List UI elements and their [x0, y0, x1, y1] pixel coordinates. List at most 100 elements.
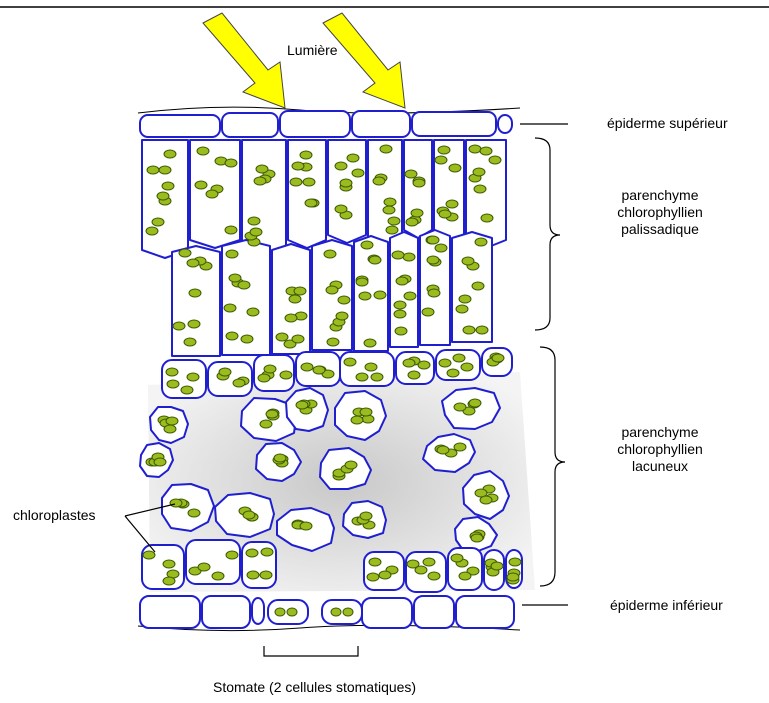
chloroplast	[187, 373, 199, 381]
chloroplast	[266, 410, 278, 418]
chloroplast	[274, 454, 286, 462]
chloroplast	[335, 205, 347, 213]
chloroplast	[396, 277, 408, 285]
chloroplast	[254, 177, 266, 185]
chloroplast	[473, 168, 485, 176]
chloroplast	[162, 182, 174, 190]
chloroplast	[347, 154, 359, 162]
chloroplast	[472, 282, 484, 290]
chloroplast	[435, 156, 447, 164]
chloroplast	[403, 253, 415, 261]
chloroplast	[188, 509, 200, 517]
spongy-cell	[162, 484, 214, 531]
chloroplast	[453, 354, 465, 362]
chloroplast	[305, 199, 317, 207]
chloroplast	[471, 534, 483, 542]
chloroplast	[384, 198, 396, 206]
chloroplast	[338, 296, 350, 304]
chloroplast	[361, 241, 373, 249]
chloroplast	[258, 374, 270, 382]
palisade-label-line-1: parenchyme	[590, 187, 730, 204]
chloroplast	[154, 458, 166, 466]
chloroplast	[359, 292, 371, 300]
chloroplast	[454, 403, 466, 411]
light-arrows	[203, 13, 405, 108]
chloroplast	[260, 571, 272, 579]
upper-epidermis-cell	[140, 115, 220, 137]
chloroplast	[212, 572, 224, 580]
chloroplasts-label: chloroplastes	[13, 507, 96, 524]
chloroplast	[403, 359, 415, 367]
chloroplast	[303, 178, 315, 186]
chloroplast	[449, 164, 461, 172]
chloroplast	[287, 608, 297, 616]
chloroplast	[428, 289, 440, 297]
lower-epidermis-cell	[362, 598, 412, 628]
chloroplast	[492, 354, 504, 362]
chloroplast	[326, 286, 338, 294]
chloroplast	[360, 512, 372, 520]
chloroplast	[491, 562, 503, 570]
chloroplast	[374, 291, 386, 299]
upper-epidermis-cell	[280, 111, 350, 137]
chloroplast	[392, 251, 404, 259]
chloroplast	[427, 236, 439, 244]
chloroplast	[427, 256, 439, 264]
spongy-label-line-1: parenchyme	[590, 424, 730, 441]
chloroplast	[226, 250, 238, 258]
chloroplast	[292, 335, 304, 343]
chloroplast	[418, 361, 430, 369]
chloroplast	[415, 566, 427, 574]
chloroplast	[335, 162, 347, 170]
chloroplast	[356, 373, 368, 381]
chloroplast	[219, 368, 231, 376]
chloroplast	[225, 226, 237, 234]
light-label: Lumière	[287, 42, 338, 59]
chloroplast	[247, 571, 259, 579]
palisade-bracket	[535, 138, 560, 330]
chloroplast	[413, 179, 425, 187]
upper-epidermis-cell	[222, 113, 278, 137]
chloroplast	[475, 238, 487, 246]
chloroplast	[351, 416, 363, 424]
chloroplast	[380, 145, 392, 153]
chloroplast	[164, 150, 176, 158]
chloroplast	[157, 192, 169, 200]
chloroplast	[371, 373, 383, 381]
chloroplast	[489, 156, 501, 164]
chloroplast	[226, 551, 238, 559]
chloroplast	[447, 369, 459, 377]
chloroplast	[422, 308, 434, 316]
chloroplast	[367, 573, 379, 581]
spongy-label-line-3: lacuneux	[590, 458, 730, 475]
lower-epidermis-label: épiderme inférieur	[610, 597, 723, 614]
light-arrow-2	[323, 13, 405, 108]
chloroplast	[451, 554, 463, 562]
palisade-cell	[328, 140, 366, 243]
upper-epidermis-cell	[352, 111, 410, 137]
chloroplast	[173, 322, 185, 330]
chloroplast	[166, 417, 178, 425]
chloroplast	[369, 256, 381, 264]
chloroplast	[225, 159, 237, 167]
chloroplast	[296, 401, 308, 409]
chloroplast	[461, 363, 473, 371]
chloroplast	[388, 217, 400, 225]
chloroplast	[509, 558, 521, 566]
chloroplast	[241, 335, 253, 343]
chloroplast	[394, 310, 406, 318]
chloroplast	[454, 443, 466, 451]
upper-epidermis-label: épiderme supérieur	[607, 115, 728, 132]
stomate-label: Stomate (2 cellules stomatiques)	[213, 679, 416, 696]
chloroplast	[260, 420, 272, 428]
chloroplast	[383, 206, 395, 214]
chloroplast	[167, 380, 179, 388]
chloroplast	[229, 274, 241, 282]
chloroplast	[159, 166, 171, 174]
chloroplast	[264, 365, 276, 373]
chloroplast	[459, 295, 471, 303]
chloroplast	[290, 178, 302, 186]
chloroplast	[164, 425, 176, 433]
